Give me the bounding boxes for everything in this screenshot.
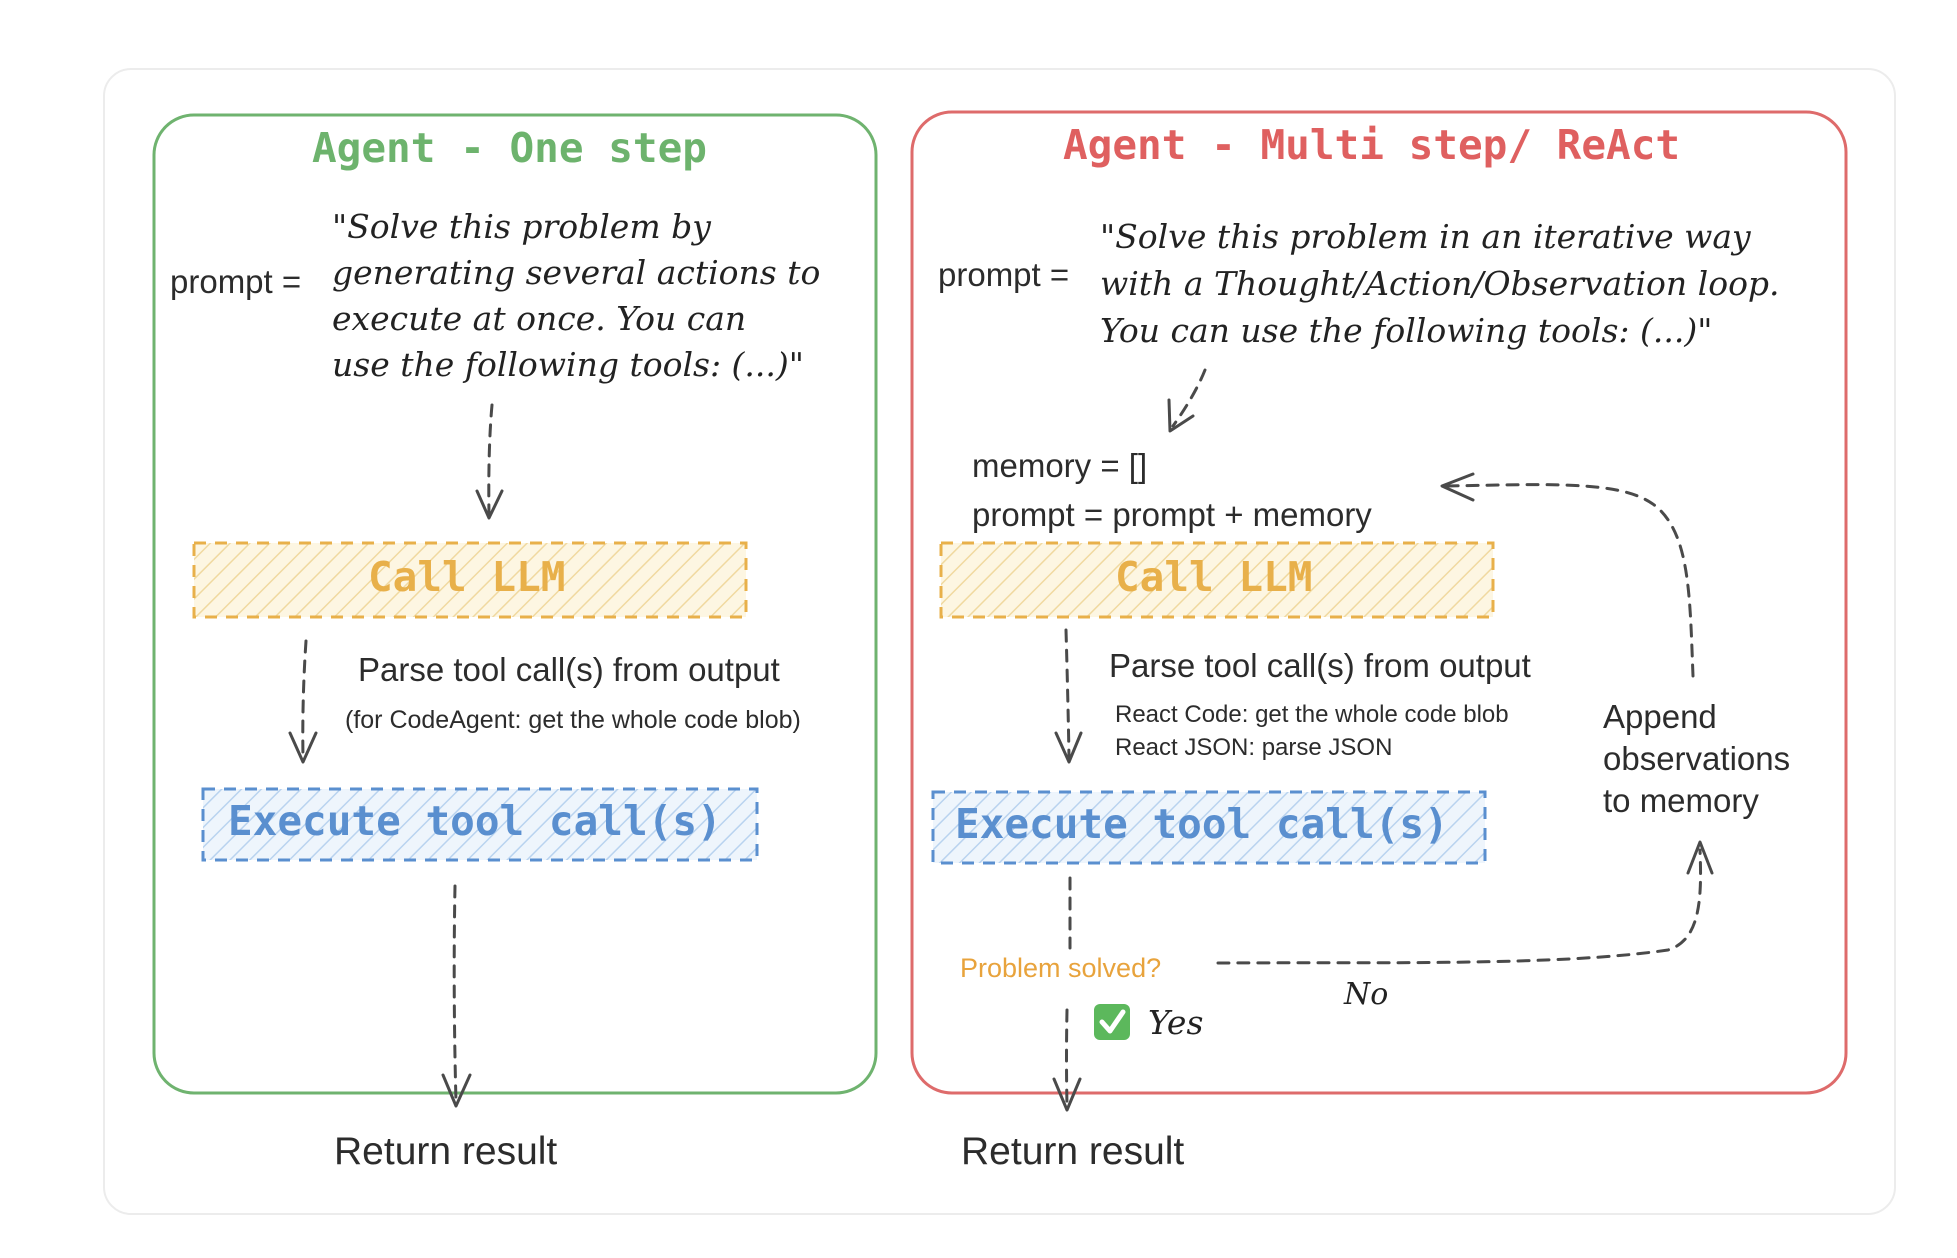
left-arrow-llm-to-execute bbox=[301, 639, 308, 760]
right-arrowhead-no-loop bbox=[1686, 840, 1714, 875]
left-panel-frame bbox=[152, 113, 878, 1095]
right-prompt-line-2: with a Thought/Action/Observation loop. bbox=[1100, 264, 1780, 303]
right-call-llm-label: Call LLM bbox=[1115, 553, 1313, 601]
memory-update: prompt = prompt + memory bbox=[972, 496, 1372, 533]
right-arrowhead-yes-to-result bbox=[1052, 1077, 1082, 1112]
left-prompt-label: prompt = bbox=[170, 263, 302, 300]
append-line-3: to memory bbox=[1603, 782, 1759, 819]
right-execute-label: Execute tool call(s) bbox=[955, 800, 1449, 848]
left-prompt-line-4: use the following tools: (...)" bbox=[332, 345, 804, 384]
left-prompt-line-2: generating several actions to bbox=[332, 253, 821, 292]
diagram-card bbox=[103, 68, 1896, 1215]
right-arrow-prompt-to-memory bbox=[1171, 368, 1207, 428]
left-panel-title: Agent - One step bbox=[312, 124, 707, 172]
right-prompt-line-1: "Solve this problem in an iterative way bbox=[1100, 217, 1751, 256]
left-return-result: Return result bbox=[334, 1130, 558, 1173]
right-return-result: Return result bbox=[961, 1130, 1185, 1173]
right-panel-title: Agent - Multi step/ ReAct bbox=[1063, 121, 1681, 169]
right-call-llm-box bbox=[939, 541, 1495, 619]
left-call-llm-box bbox=[192, 541, 748, 619]
right-parse-note-2: React JSON: parse JSON bbox=[1115, 734, 1393, 761]
left-parse-note: (for CodeAgent: get the whole code blob) bbox=[345, 706, 801, 734]
left-arrowhead-execute-to-result bbox=[441, 1073, 472, 1108]
right-panel-frame bbox=[910, 110, 1848, 1095]
right-arrow-llm-to-execute bbox=[1064, 628, 1071, 759]
no-label: No bbox=[1344, 977, 1389, 1012]
right-arrowhead-prompt-to-memory bbox=[1167, 398, 1195, 433]
append-line-2: observations bbox=[1603, 740, 1791, 777]
left-arrowhead-prompt-to-llm bbox=[475, 489, 504, 520]
right-arrow-append-to-memory bbox=[1443, 483, 1695, 678]
left-parse-label: Parse tool call(s) from output bbox=[358, 651, 780, 688]
left-call-llm-label: Call LLM bbox=[368, 553, 566, 601]
right-parse-label: Parse tool call(s) from output bbox=[1109, 647, 1531, 684]
right-execute-box bbox=[931, 790, 1487, 865]
yes-label: Yes bbox=[1148, 1003, 1204, 1042]
right-prompt-label: prompt = bbox=[938, 256, 1070, 293]
append-line-1: Append bbox=[1603, 698, 1717, 735]
right-prompt-line-3: You can use the following tools: (...)" bbox=[1100, 311, 1713, 350]
left-arrow-execute-to-result bbox=[452, 884, 458, 1104]
left-prompt-line-1: "Solve this problem by bbox=[332, 207, 711, 246]
check-mark-icon bbox=[1094, 1004, 1130, 1040]
memory-init: memory = [] bbox=[972, 447, 1148, 484]
left-execute-label: Execute tool call(s) bbox=[228, 797, 722, 845]
problem-solved-question: Problem solved? bbox=[960, 953, 1162, 983]
right-arrowhead-append-to-memory bbox=[1440, 472, 1475, 502]
right-arrow-yes-to-result bbox=[1065, 1008, 1069, 1107]
right-parse-note-1: React Code: get the whole code blob bbox=[1115, 701, 1509, 728]
right-arrow-no-loop bbox=[1216, 848, 1703, 965]
left-prompt-line-3: execute at once. You can bbox=[332, 299, 747, 338]
left-arrow-prompt-to-llm bbox=[487, 403, 494, 517]
right-arrowhead-llm-to-execute bbox=[1054, 731, 1083, 764]
left-execute-box bbox=[201, 787, 759, 862]
left-arrowhead-llm-to-execute bbox=[288, 731, 318, 764]
